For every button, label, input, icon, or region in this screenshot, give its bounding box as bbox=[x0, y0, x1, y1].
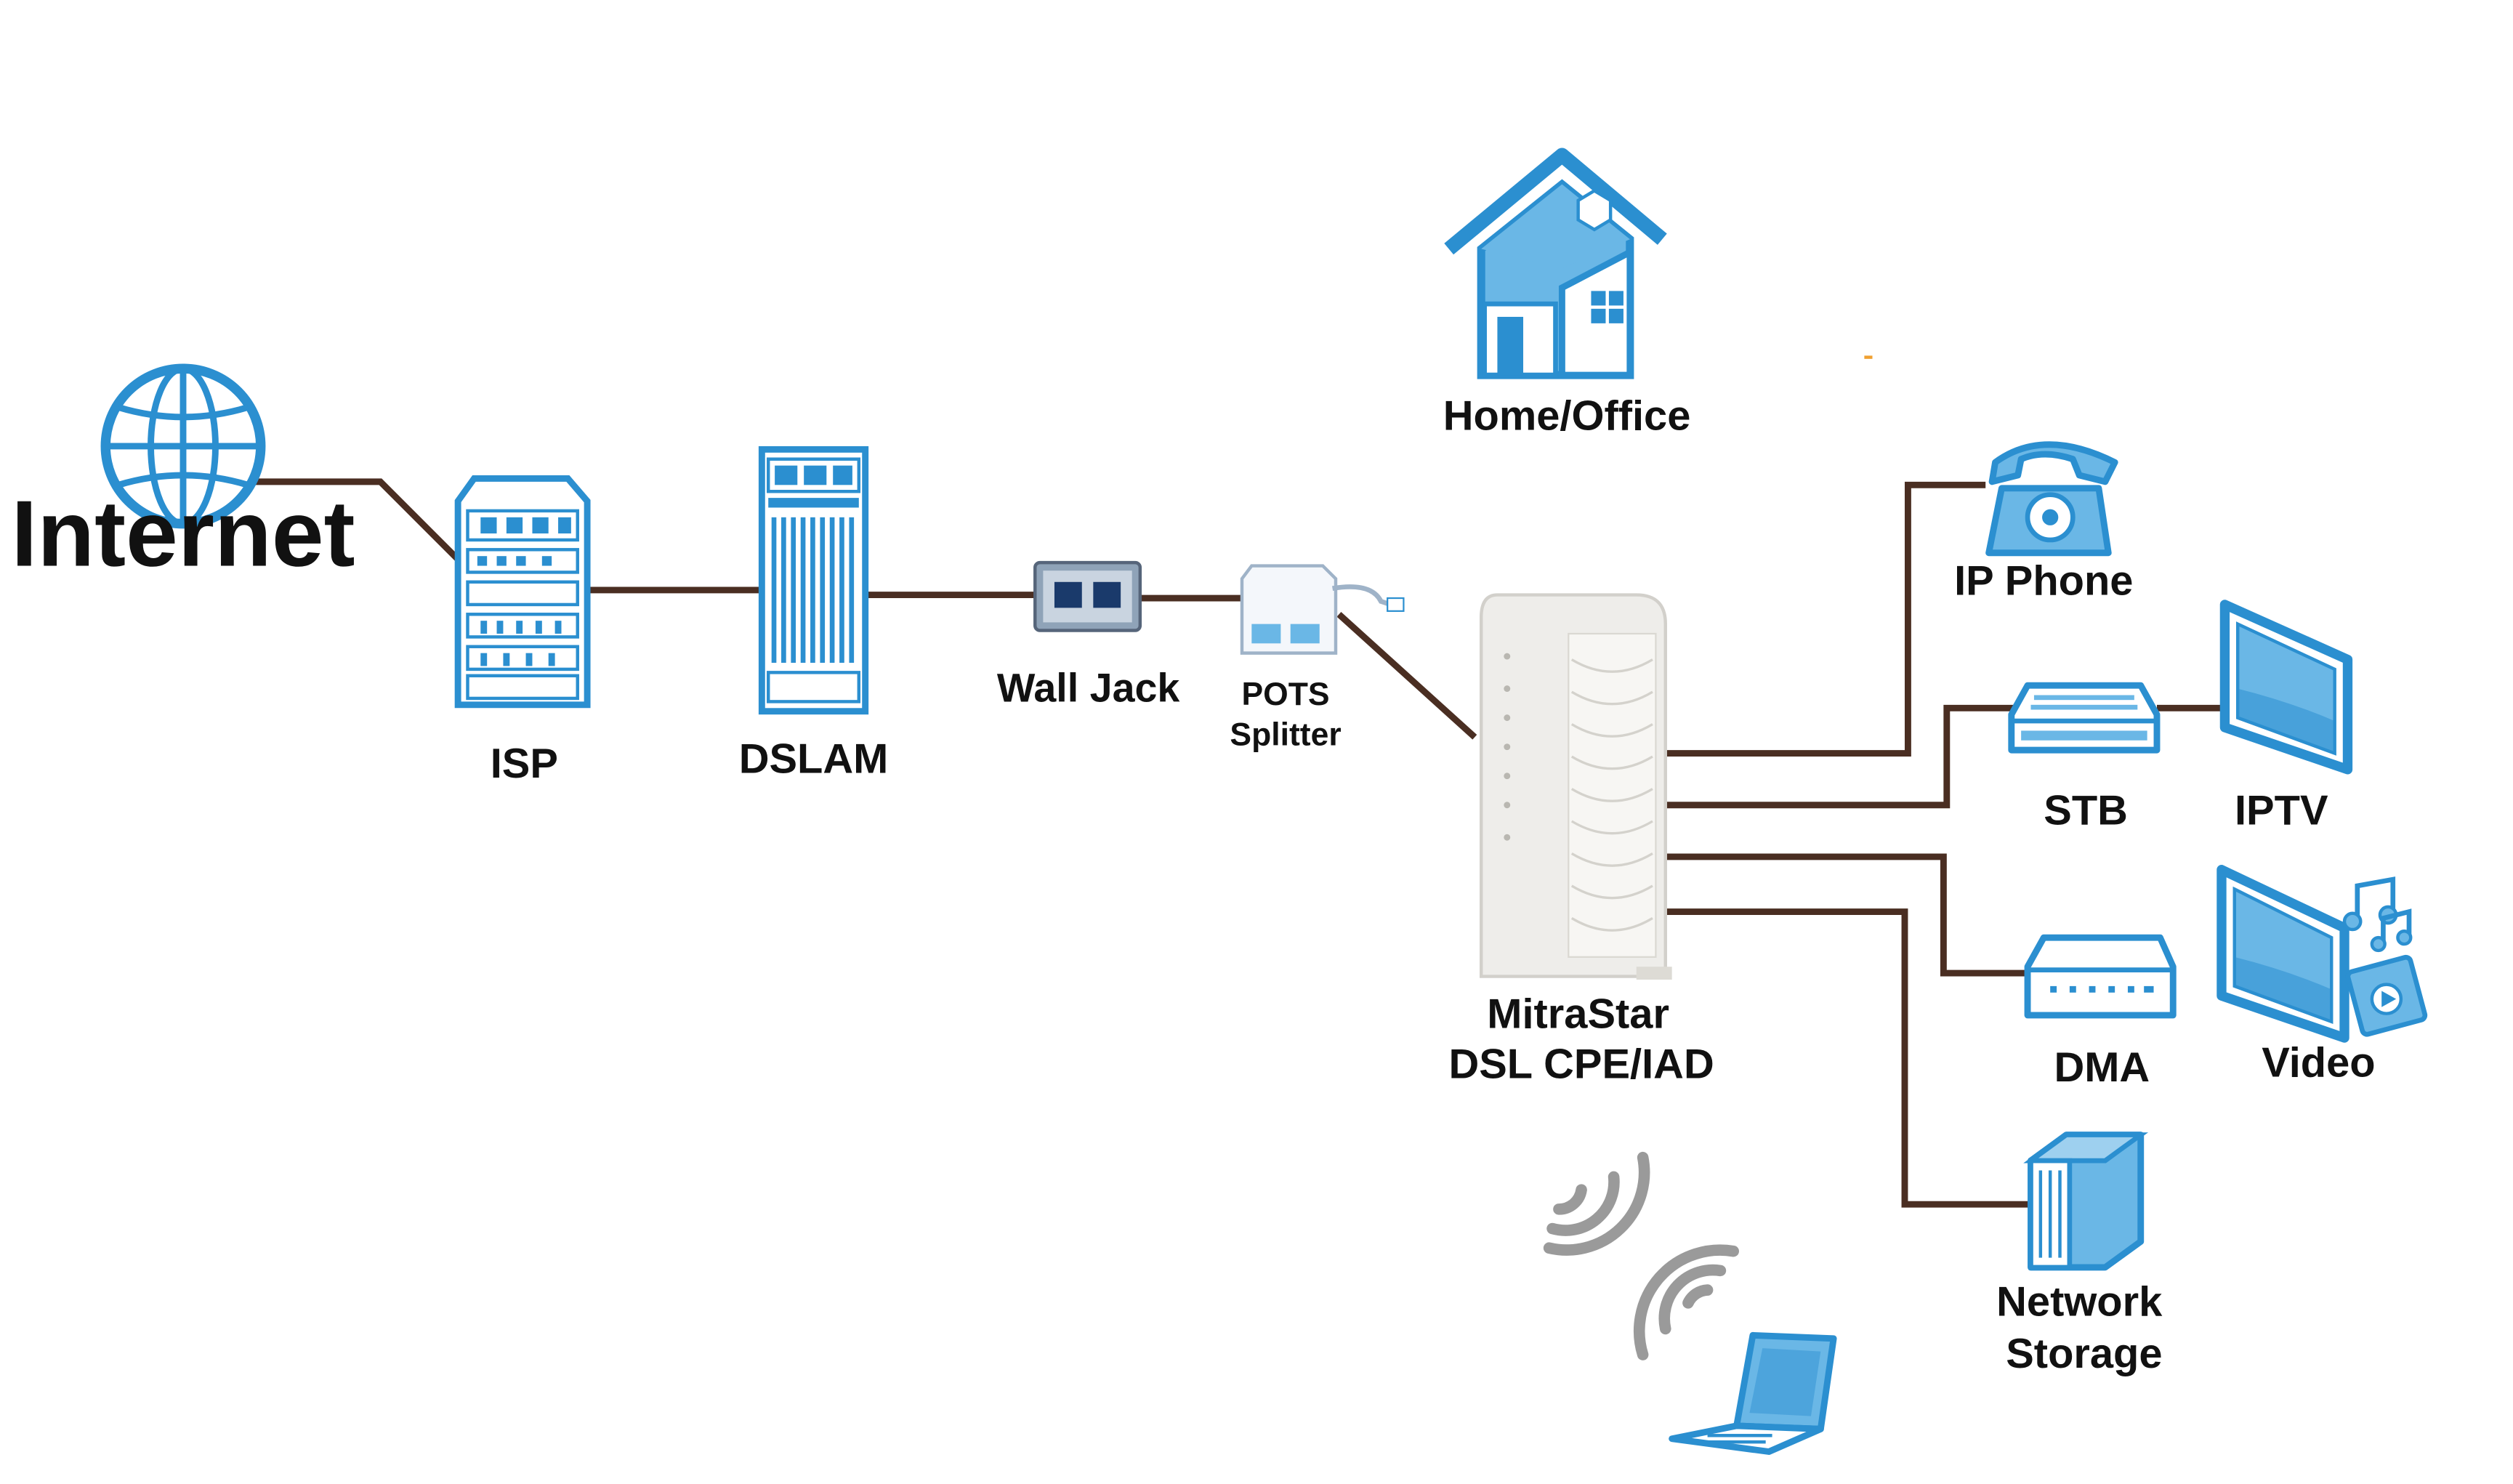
network-label: Network bbox=[1996, 1279, 2163, 1326]
internet-label: Internet bbox=[11, 482, 355, 586]
wire-cpe-dma bbox=[1665, 853, 2031, 977]
music-note-icon bbox=[2342, 876, 2413, 953]
stb-label: STB bbox=[2044, 787, 2128, 834]
splitter-label: Splitter bbox=[1230, 717, 1341, 752]
telephone-icon bbox=[1985, 441, 2118, 557]
home-office-label: Home/Office bbox=[1443, 393, 1691, 440]
film-reel-icon bbox=[2345, 954, 2428, 1037]
video-monitor-icon bbox=[2216, 865, 2349, 1043]
storage-server-icon bbox=[2023, 1132, 2149, 1271]
house-icon bbox=[1444, 148, 1667, 379]
wire-cpe-stb bbox=[1665, 704, 2018, 809]
television-icon bbox=[2219, 600, 2353, 775]
wire-cpe-storage bbox=[1665, 908, 2031, 1208]
dslam-label: DSLAM bbox=[739, 735, 889, 782]
dslam-rack-icon bbox=[758, 445, 869, 715]
pots-label: POTS bbox=[1242, 677, 1330, 712]
video-label: Video bbox=[2262, 1039, 2375, 1086]
iptv-label: IPTV bbox=[2235, 787, 2328, 834]
isp-label: ISP bbox=[491, 741, 558, 787]
wire-cpe-ipphone bbox=[1665, 481, 1986, 757]
wire-internet-isp bbox=[251, 478, 464, 565]
laptop-icon bbox=[1669, 1331, 1837, 1455]
set-top-box-icon bbox=[2008, 682, 2161, 754]
router-device-icon bbox=[1479, 593, 1672, 980]
wall-jack-label: Wall Jack bbox=[997, 665, 1179, 710]
wifi-signal-icon bbox=[1543, 1151, 1650, 1256]
ip-phone-label: IP Phone bbox=[1954, 558, 2133, 605]
cpe-brand-label: MitraStar bbox=[1487, 991, 1669, 1038]
media-adapter-icon bbox=[2024, 934, 2177, 1019]
cpe-model-label: DSL CPE/IAD bbox=[1448, 1041, 1714, 1088]
wall-jack-icon bbox=[1033, 560, 1142, 632]
splitter-icon bbox=[1240, 564, 1405, 655]
storage-label: Storage bbox=[2006, 1331, 2162, 1377]
wire-splitter-cpe bbox=[1336, 611, 1477, 740]
connection-lines bbox=[251, 478, 2225, 1208]
wifi-signal-icon bbox=[1633, 1244, 1739, 1360]
dma-label: DMA bbox=[2054, 1044, 2150, 1091]
server-rack-icon bbox=[454, 475, 591, 709]
globe-icon bbox=[100, 363, 266, 529]
